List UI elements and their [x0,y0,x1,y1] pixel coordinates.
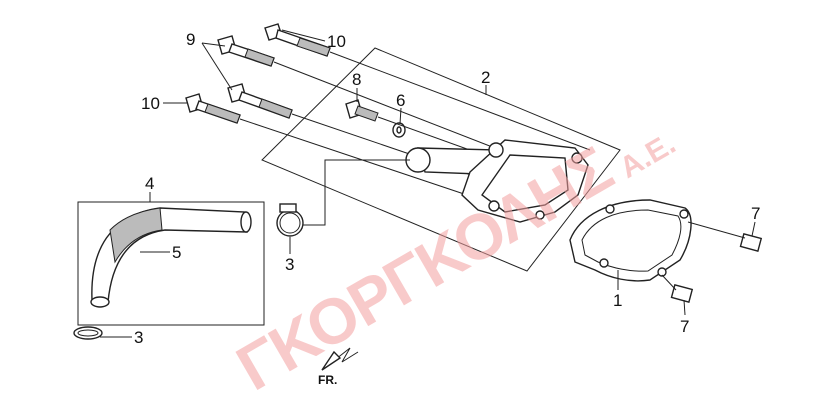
group-box-2 [261,47,621,272]
bolt-10-left [185,93,241,124]
label-6: 6 [396,91,405,110]
label-2: 2 [481,68,490,87]
clamp-3-upper [276,203,304,237]
label-1: 1 [613,291,622,310]
label-9: 9 [186,30,195,49]
watermark-suffix: Α.Ε. [614,127,681,185]
label-10-top: 10 [327,32,346,51]
bolt-9-upper [217,35,275,67]
label-3-lower: 3 [134,328,143,347]
group-box-4 [77,201,265,326]
bolt-8 [345,99,379,122]
bolt-9-lower [227,83,293,119]
label-3-upper: 3 [285,255,294,274]
front-direction-label: FR. [318,373,337,387]
pump-cover-2 [405,139,589,223]
clamp-3-lower [73,326,103,340]
label-5: 5 [172,243,181,262]
front-direction-arrow-icon [321,347,359,371]
bolt-10-top [264,23,331,57]
label-10-left: 10 [141,94,160,113]
dowel-7-lower [670,284,694,303]
gasket-1 [569,199,692,282]
washer-hole [396,126,402,134]
label-7-upper: 7 [751,204,760,223]
label-7-lower: 7 [680,317,689,336]
label-8: 8 [352,70,361,89]
label-4: 4 [145,174,154,193]
leader-lines [100,29,756,338]
dowel-7-upper [739,233,763,252]
hose-5 [90,207,252,308]
hose-route-line [300,159,410,226]
